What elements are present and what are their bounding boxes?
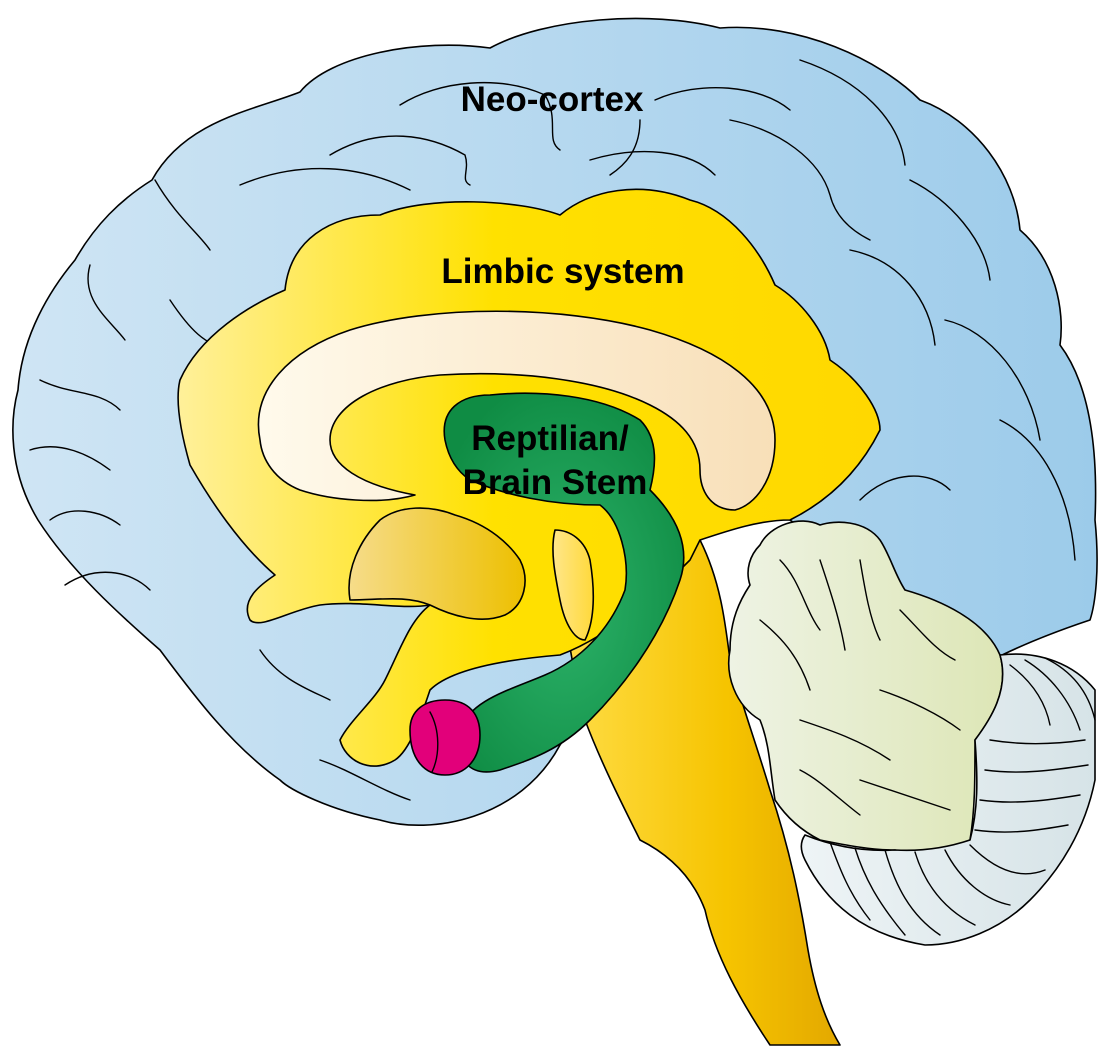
neocortex-label: Neo-cortex [461, 80, 644, 119]
limbic-system-label: Limbic system [441, 252, 684, 291]
reptilian-label-line2: Brain Stem [463, 463, 648, 502]
amygdala-region [410, 700, 480, 775]
reptilian-label-line1: Reptilian/ [471, 419, 629, 458]
